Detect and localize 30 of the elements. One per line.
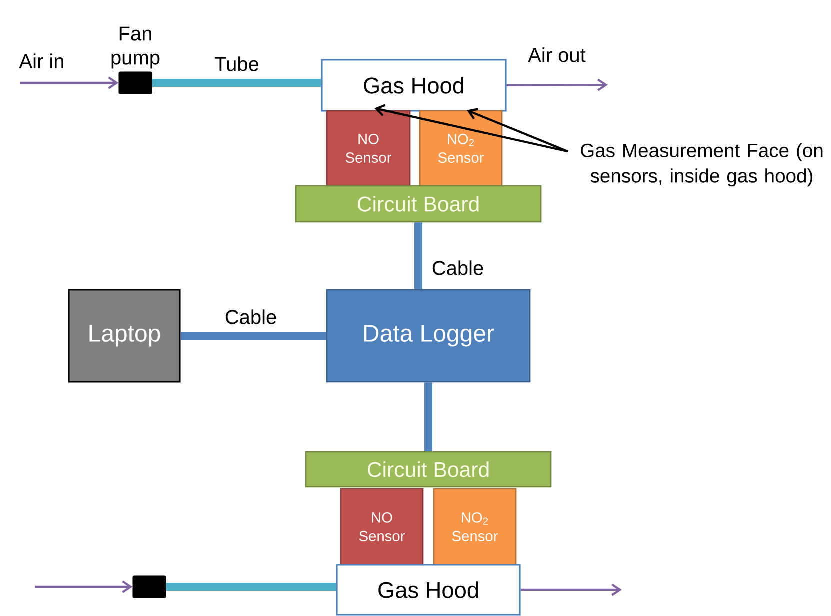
data-logger-box: Data Logger xyxy=(326,289,531,383)
fan-pump: Fan pump xyxy=(112,26,160,94)
node-label: Fan pump xyxy=(112,26,160,69)
gas-hood-box: Gas Hood xyxy=(336,564,521,616)
tube xyxy=(152,79,322,87)
cable xyxy=(424,382,432,452)
leader-line xyxy=(467,108,568,153)
tube xyxy=(166,583,336,591)
arrow xyxy=(506,78,608,92)
callout-text: Gas Measurement Face (on sensors, inside gas hood) xyxy=(581,143,823,187)
pump-block xyxy=(132,576,166,598)
sensor-box: NO$_{2}$ Sensor xyxy=(419,110,503,187)
laptop-box: Laptop xyxy=(68,289,181,383)
sensor-box: NO$_{2}$ Sensor xyxy=(433,488,517,566)
circuit-board-box: Circuit Board xyxy=(305,451,552,488)
edge-label: Air in xyxy=(18,52,66,70)
edge-label: Cable xyxy=(430,259,486,277)
gas-hood-box: Gas Hood xyxy=(321,59,507,112)
sensor-box: NO Sensor xyxy=(340,488,424,566)
edge-label: Air out xyxy=(526,46,588,64)
circuit-board-box: Circuit Board xyxy=(295,185,542,223)
edge-label: Cable xyxy=(224,308,278,326)
edge-label: Tube xyxy=(213,55,261,73)
arrow xyxy=(35,580,133,594)
cable xyxy=(180,332,326,340)
sensor-box: NO Sensor xyxy=(326,110,411,187)
leader-line xyxy=(374,104,568,153)
arrow xyxy=(20,76,119,90)
arrow xyxy=(520,584,622,596)
cable xyxy=(414,222,422,290)
